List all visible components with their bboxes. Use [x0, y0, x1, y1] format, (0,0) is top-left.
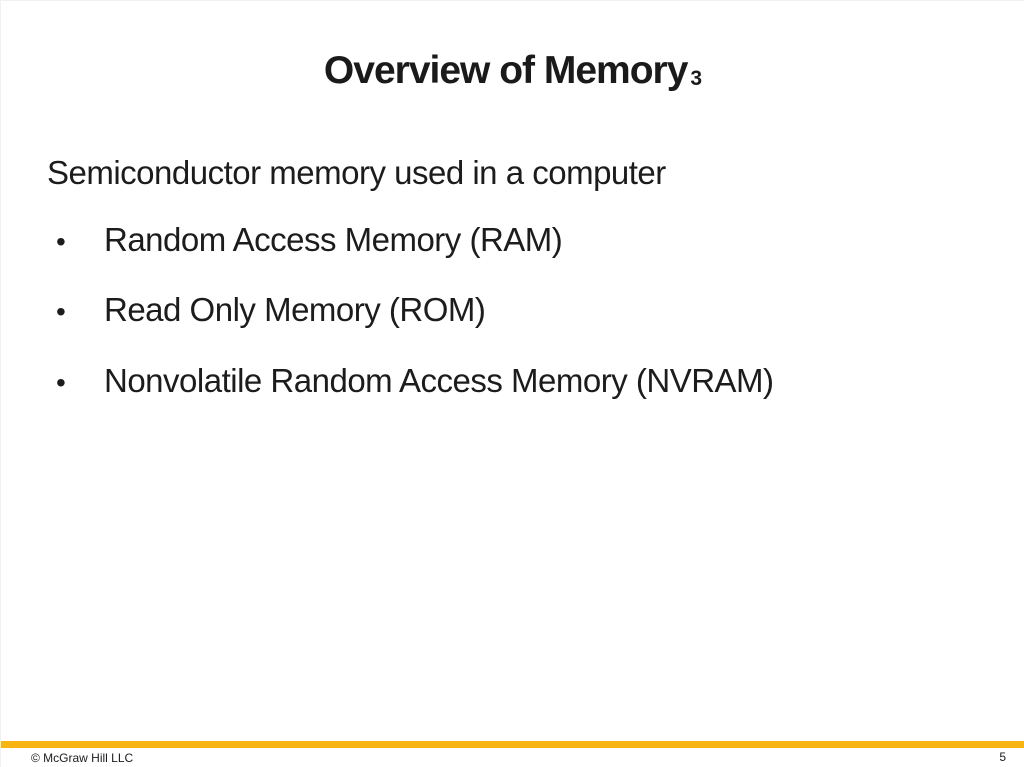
bullet-item: • Read Only Memory (ROM): [56, 291, 486, 333]
bullet-marker: •: [56, 226, 66, 257]
slide-title-text: Overview of Memory: [323, 49, 688, 92]
bullet-item: • Random Access Memory (RAM): [56, 221, 563, 263]
title-subscript: 3: [690, 67, 702, 90]
footer-copyright: © McGraw Hill LLC: [31, 751, 134, 765]
bullet-text: Nonvolatile Random Access Memory (NVRAM): [104, 362, 774, 399]
lead-text: Semiconductor memory used in a computer: [47, 154, 666, 191]
bullet-text: Read Only Memory (ROM): [104, 291, 486, 328]
page-number: 5: [999, 750, 1006, 764]
bullet-text: Random Access Memory (RAM): [104, 221, 563, 258]
bullet-item: • Nonvolatile Random Access Memory (NVRA…: [56, 362, 774, 404]
bullet-marker: •: [56, 367, 66, 398]
bullet-marker: •: [56, 296, 66, 327]
footer-accent-bar: [1, 741, 1024, 748]
